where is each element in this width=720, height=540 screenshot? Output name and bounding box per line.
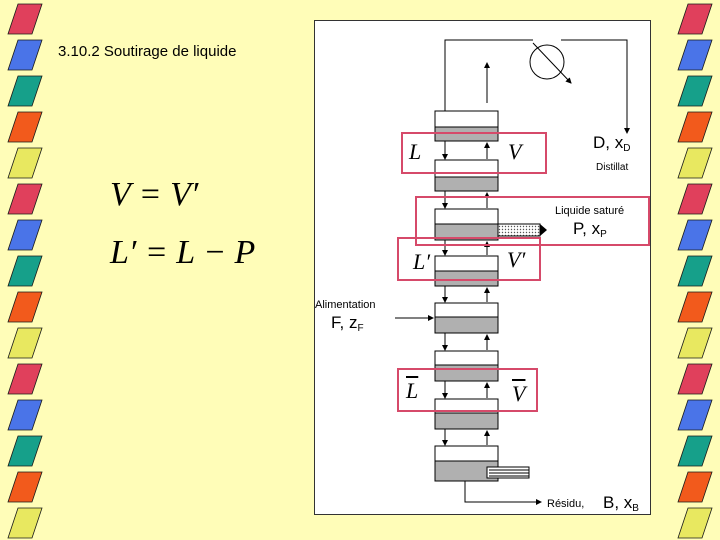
- bottom-vapor-label: V: [512, 381, 526, 406]
- border-parallelogram: [7, 111, 43, 143]
- border-parallelogram: [677, 363, 713, 395]
- border-parallelogram: [677, 327, 713, 359]
- top-vapor-label: V: [508, 139, 522, 164]
- residue-label: B, xB: [603, 493, 639, 514]
- distillate-caption: Distillat: [596, 162, 629, 173]
- border-parallelogram: [7, 507, 43, 539]
- feed-label: F, zF: [331, 313, 364, 334]
- residue-caption: Résidu,: [547, 498, 585, 510]
- border-parallelogram: [677, 471, 713, 503]
- border-parallelogram: [677, 111, 713, 143]
- border-parallelogram: [7, 183, 43, 215]
- top-liquid-label: L: [409, 139, 422, 164]
- column-drawing: [395, 39, 650, 505]
- border-parallelogram: [677, 507, 713, 539]
- border-parallelogram: [7, 3, 43, 35]
- distillation-column-diagram: L V L′ V′ L V D, xD Distillat Liquide sa…: [314, 20, 651, 515]
- equation-vapor-balance: V = V′: [110, 176, 199, 213]
- border-parallelogram: [7, 471, 43, 503]
- border-parallelogram: [677, 399, 713, 431]
- border-parallelogram: [7, 435, 43, 467]
- residue-main: B, x: [603, 493, 633, 512]
- feed-main: F, z: [331, 313, 358, 332]
- border-parallelogram: [7, 255, 43, 287]
- side-draw-pipe: [497, 223, 547, 237]
- condenser-loop: [444, 39, 630, 134]
- highlight-boxes: [397, 132, 650, 412]
- mid-vapor-label: V′: [507, 247, 526, 272]
- internal-flow-arrows: [442, 141, 490, 446]
- border-parallelogram: [7, 327, 43, 359]
- distillate-sub: D: [623, 143, 631, 154]
- border-parallelogram: [7, 219, 43, 251]
- equation-liquid-balance: L′ = L − P: [110, 234, 256, 271]
- border-parallelogram: [677, 219, 713, 251]
- column-trays: [434, 110, 499, 482]
- side-draw-sub: P: [600, 229, 607, 240]
- feed-sub: F: [357, 323, 364, 334]
- bottom-liquid-label: L: [406, 378, 419, 403]
- border-parallelogram: [677, 3, 713, 35]
- border-parallelogram: [677, 183, 713, 215]
- border-parallelogram: [677, 291, 713, 323]
- border-parallelogram: [7, 363, 43, 395]
- distillate-label: D, xD: [593, 133, 630, 154]
- residue-sub: B: [632, 503, 639, 514]
- border-parallelogram: [7, 291, 43, 323]
- bottoms-outlet: [464, 466, 542, 505]
- right-decorative-border: [677, 3, 713, 539]
- border-parallelogram: [7, 39, 43, 71]
- slide-title: 3.10.2 Soutirage de liquide: [58, 43, 237, 60]
- border-parallelogram: [677, 147, 713, 179]
- border-parallelogram: [677, 435, 713, 467]
- border-parallelogram: [7, 75, 43, 107]
- border-parallelogram: [7, 399, 43, 431]
- border-parallelogram: [7, 147, 43, 179]
- side-draw-label: P, xP: [573, 219, 607, 240]
- border-parallelogram: [677, 39, 713, 71]
- border-parallelogram: [677, 255, 713, 287]
- distillate-main: D, x: [593, 133, 624, 152]
- side-draw-main: P, x: [573, 219, 601, 238]
- side-draw-caption: Liquide saturé: [555, 205, 625, 217]
- border-parallelogram: [677, 75, 713, 107]
- mid-liquid-label: L′: [413, 249, 431, 274]
- left-decorative-border: [7, 3, 43, 539]
- feed-caption: Alimentation: [315, 299, 376, 311]
